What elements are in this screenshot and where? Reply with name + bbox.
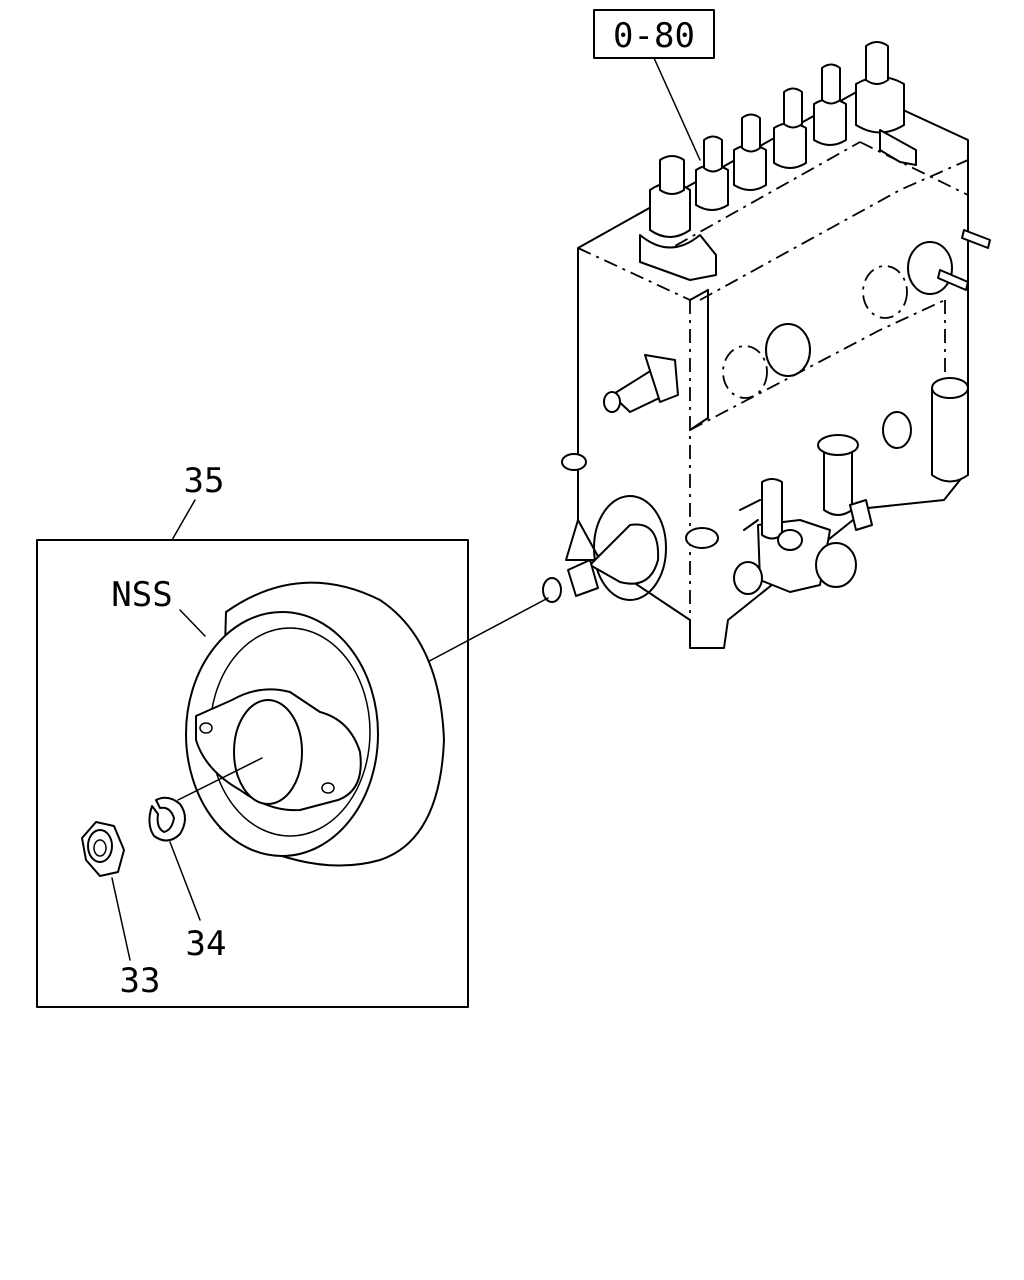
- assembly-axis-line: [177, 757, 263, 801]
- camshaft-nose: [542, 495, 667, 603]
- delivery-valve-holders: [639, 41, 917, 281]
- nut-33: 33: [81, 821, 161, 1001]
- nss-label: NSS: [111, 575, 172, 615]
- part-33-label: 33: [120, 961, 161, 1001]
- lock-washer-34: 34: [148, 796, 227, 964]
- part-34-label: 34: [186, 924, 227, 964]
- timer-gear: [185, 581, 445, 867]
- injection-pump-body: [542, 41, 991, 649]
- assembly-callout-35: 35: [36, 461, 469, 1008]
- side-fittings: [603, 229, 991, 483]
- reference-callout-0-80: 0-80: [593, 9, 715, 161]
- nss-callout: NSS: [111, 575, 206, 637]
- assembly-label: 35: [184, 461, 225, 501]
- shaft-leader-line: [419, 597, 549, 667]
- reference-label: 0-80: [613, 16, 695, 56]
- feed-pump-fittings: [561, 434, 873, 595]
